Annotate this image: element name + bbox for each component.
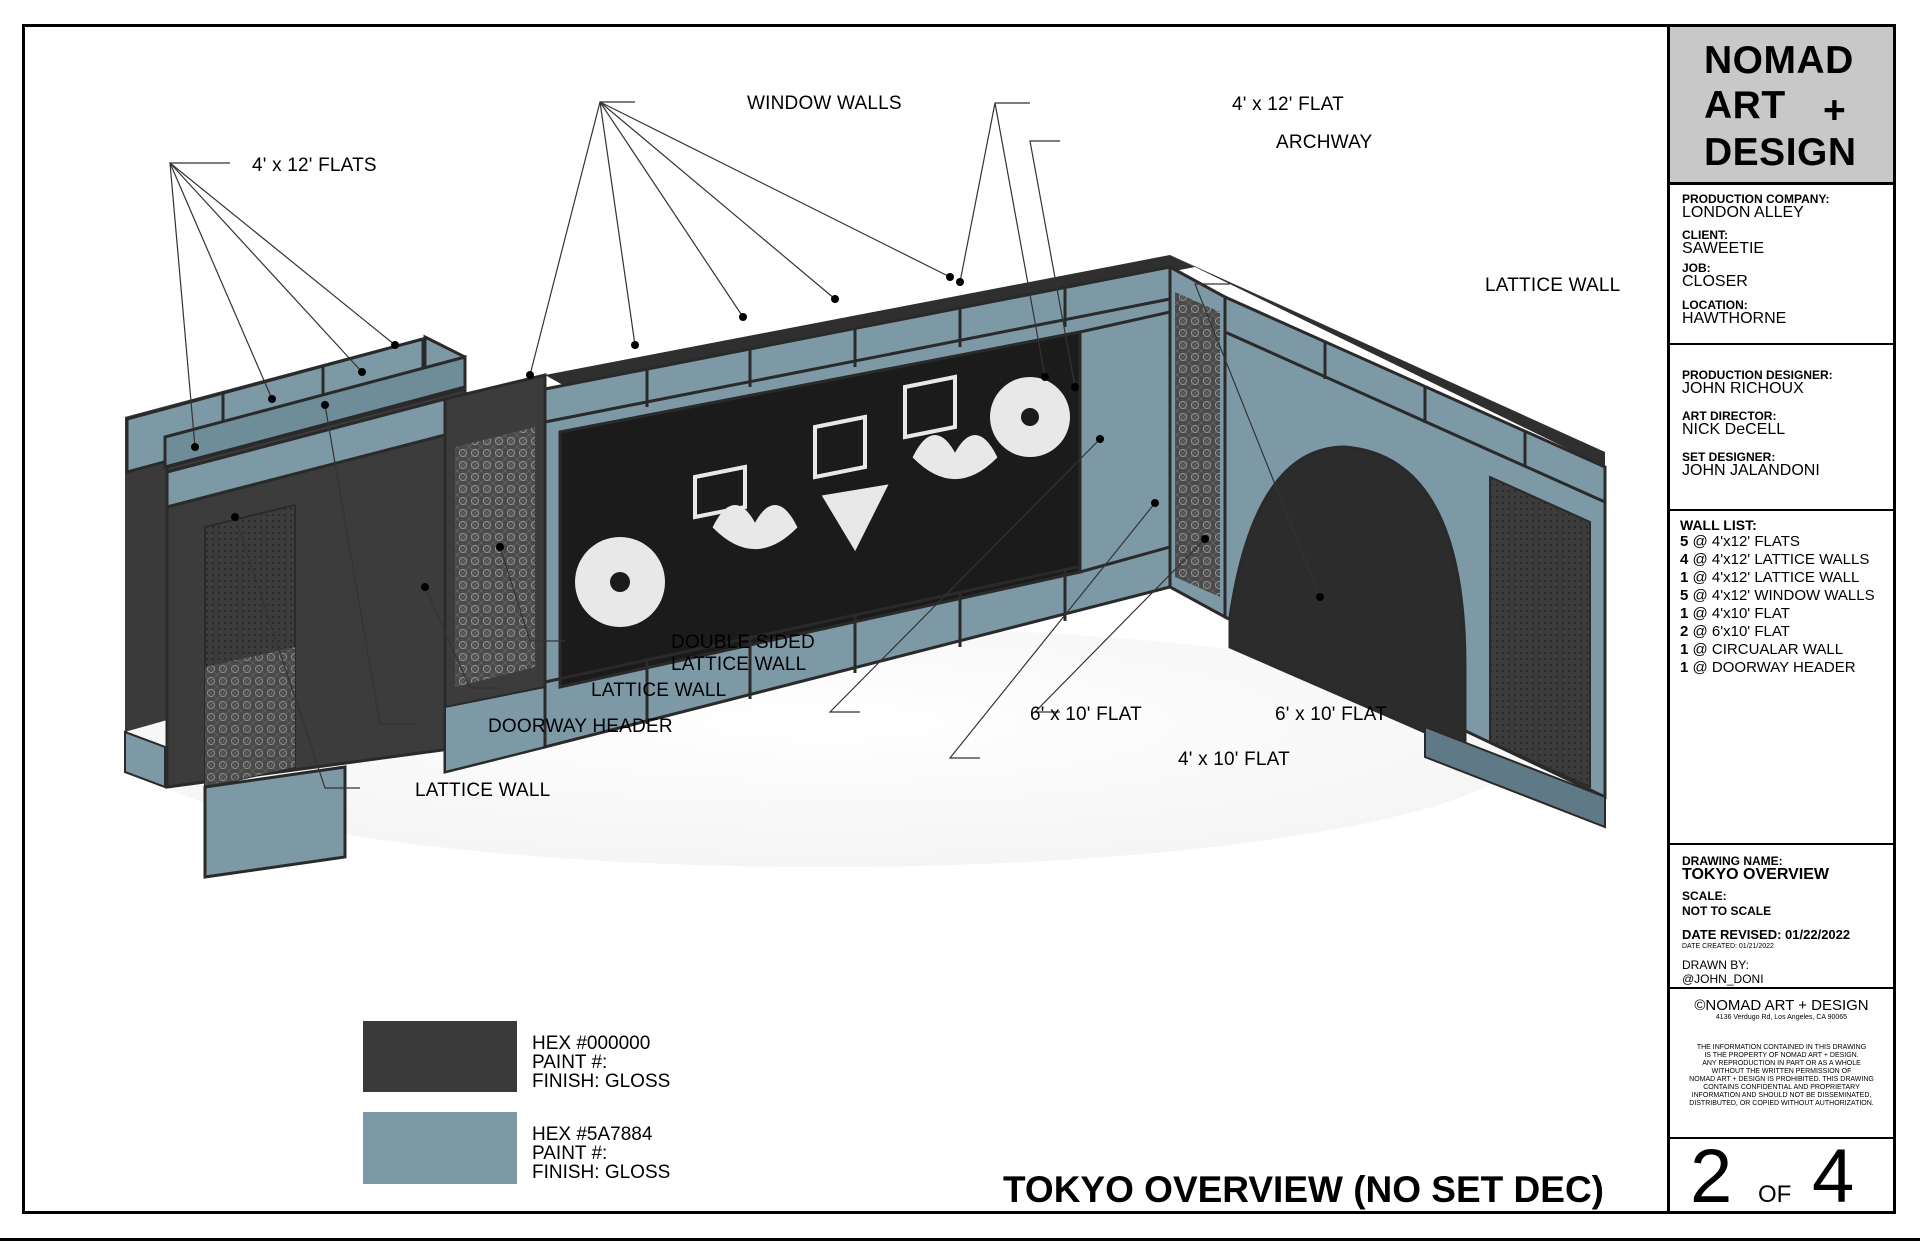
- design-team: PRODUCTION DESIGNER: JOHN RICHOUX ART DI…: [1670, 347, 1893, 511]
- copyright-block: ©NOMAD ART + DESIGN 4136 Verdugo Rd, Los…: [1670, 989, 1893, 1139]
- left-front-wall: [163, 355, 467, 469]
- callout-double-sided-2: LATTICE WALL: [671, 654, 807, 675]
- callout-4x12-flats: 4' x 12' FLATS: [252, 155, 377, 176]
- wall-list-item: 5 @ 4'x12' WINDOW WALLS: [1680, 587, 1875, 604]
- callout-4x10-flat: 4' x 10' FLAT: [1178, 749, 1290, 770]
- leader-lines: [169, 101, 1321, 789]
- swatch-black: [363, 1021, 517, 1092]
- drawing-area: 4' x 12' FLATS WINDOW WALLS 4' x 12' FLA…: [25, 27, 1665, 1211]
- corner-lattice: [1175, 292, 1220, 597]
- sheet-number: 2 OF 4: [1690, 1134, 1855, 1219]
- window-motifs: [575, 374, 1070, 627]
- disclaimer-line: NOMAD ART + DESIGN IS PROHIBITED. THIS D…: [1689, 1076, 1874, 1083]
- callout-double-sided-1: DOUBLE SIDED: [671, 632, 815, 653]
- wall-list-item: 4 @ 4'x12' LATTICE WALLS: [1680, 551, 1870, 568]
- title-block: NOMAD ART + DESIGN PRODUCTION COMPANY: L…: [1667, 27, 1893, 1219]
- callout-4x12-flat: 4' x 12' FLAT: [1232, 94, 1344, 115]
- wall-list-item: 1 @ 4'x10' FLAT: [1680, 605, 1790, 622]
- callout-lattice-wall-left: LATTICE WALL: [415, 780, 551, 801]
- sheet-border: [22, 24, 1896, 1214]
- wall-list-item: 5 @ 4'x12' FLATS: [1680, 533, 1800, 550]
- bottom-rule: [0, 1238, 1920, 1241]
- callout-6x10-flat-b: 6' x 10' FLAT: [1275, 704, 1387, 725]
- sheet-title: TOKYO OVERVIEW (NO SET DEC): [1003, 1169, 1604, 1210]
- callout-archway: ARCHWAY: [1276, 132, 1373, 153]
- leader-dots: [191, 273, 1324, 601]
- disclaimer-line: DISTRIBUTED, OR COPIED WITHOUT AUTHORIZA…: [1689, 1100, 1874, 1107]
- callout-6x10-flat-a: 6' x 10' FLAT: [1030, 704, 1142, 725]
- swatch-black-label: HEX #000000 PAINT #: FINISH: GLOSS: [532, 1033, 671, 1092]
- left-lower-blue: [203, 765, 347, 879]
- disclaimer-line: THE INFORMATION CONTAINED IN THIS DRAWIN…: [1696, 1044, 1867, 1051]
- swatch-blue: [363, 1112, 517, 1184]
- disclaimer-line: IS THE PROPERTY OF NOMAD ART + DESIGN.: [1704, 1052, 1859, 1059]
- disclaimer-line: INFORMATION AND SHOULD NOT BE DISSEMINAT…: [1691, 1092, 1872, 1099]
- disclaimer-line: CONTAINS CONFIDENTIAL AND PROPRIETARY: [1703, 1084, 1860, 1091]
- main-wall-top: [545, 255, 1195, 389]
- wall-list-item: 1 @ 4'x12' LATTICE WALL: [1680, 569, 1860, 586]
- callout-window-walls: WINDOW WALLS: [747, 93, 902, 114]
- wall-list-item: 1 @ CIRCUALAR WALL: [1680, 641, 1844, 658]
- set-render: [124, 101, 1607, 879]
- wall-list-item: 1 @ DOORWAY HEADER: [1680, 659, 1856, 676]
- callout-doorway-header: DOORWAY HEADER: [488, 716, 673, 737]
- drawing-info: DRAWING NAME: TOKYO OVERVIEW SCALE: NOT …: [1670, 845, 1893, 989]
- right-lattice-panel: [1489, 475, 1591, 789]
- callout-lattice-wall-mid: LATTICE WALL: [591, 680, 727, 701]
- callout-lattice-wall-right: LATTICE WALL: [1485, 275, 1621, 296]
- wall-list-item: 2 @ 6'x10' FLAT: [1680, 623, 1790, 640]
- disclaimer-line: WITHOUT THE WRITTEN PERMISSION OF: [1711, 1068, 1852, 1075]
- swatch-blue-label: HEX #5A7884 PAINT #: FINISH: GLOSS: [532, 1124, 671, 1183]
- disclaimer-line: ANY REPRODUCTION IN PART OR AS A WHOLE: [1702, 1060, 1861, 1067]
- production-info: PRODUCTION COMPANY: LONDON ALLEY CLIENT:…: [1670, 185, 1893, 345]
- company-logo: NOMAD ART + DESIGN: [1670, 27, 1893, 185]
